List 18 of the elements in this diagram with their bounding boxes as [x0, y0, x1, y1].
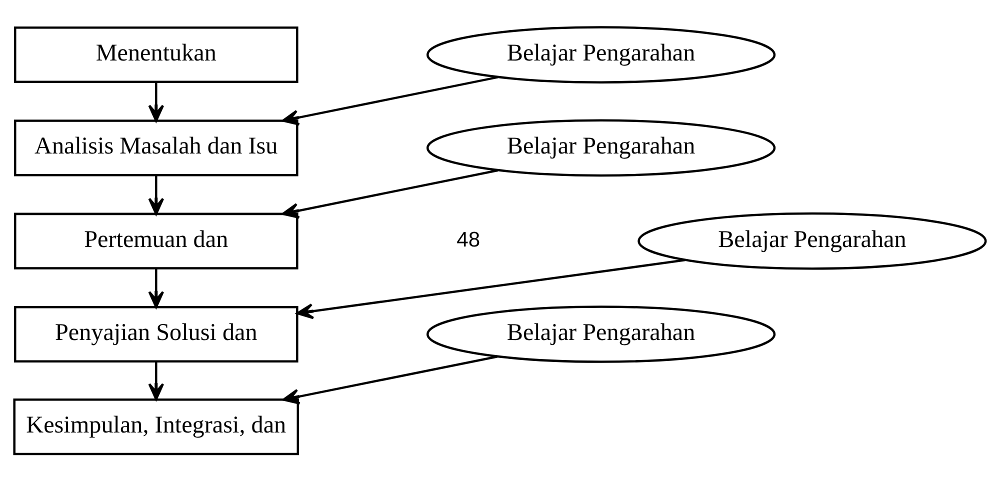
arrow — [148, 361, 164, 400]
arrow — [148, 175, 164, 214]
arrow — [282, 355, 498, 404]
node-ellipse: Belajar Pengarahan — [426, 118, 776, 176]
node-box: Menentukan — [14, 26, 298, 83]
node-ellipse: Belajar Pengarahan — [426, 305, 776, 362]
node-ellipse: Belajar Pengarahan — [638, 212, 987, 270]
arrow — [282, 76, 498, 125]
arrow — [148, 82, 164, 122]
arrow — [148, 268, 164, 308]
node-box: Analisis Masalah dan Isu — [14, 119, 298, 176]
label: 48 — [456, 228, 480, 252]
node-ellipse: Belajar Pengarahan — [426, 26, 776, 83]
arrow — [282, 168, 498, 218]
arrow — [296, 258, 686, 319]
node-box: Pertemuan dan — [14, 212, 298, 269]
node-box: Kesimpulan, Integrasi, dan — [13, 398, 300, 455]
node-box: Penyajian Solusi dan — [14, 305, 298, 362]
